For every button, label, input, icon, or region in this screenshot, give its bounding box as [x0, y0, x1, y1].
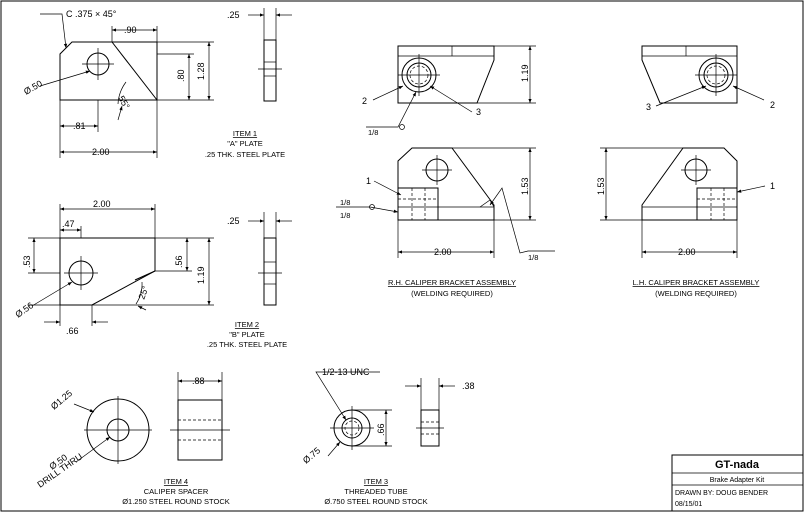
item1-dim-right-inner: .80 [176, 69, 186, 82]
item4-dim-length: .88 [192, 376, 205, 386]
item4-caption-title: ITEM 4 [164, 477, 188, 486]
item2-dim-bottom: .66 [66, 326, 79, 336]
item4-side-view: .88 [170, 372, 230, 461]
item2-caption-line3: .25 THK. STEEL PLATE [207, 340, 287, 349]
lh-dim-width: 2.00 [678, 247, 696, 257]
title-block-subtitle: Brake Adapter Kit [710, 477, 765, 484]
item3-dim-length: .38 [462, 381, 475, 391]
rh-weld-c: 1/8 [340, 211, 350, 220]
item3-side-view: .38 [405, 378, 475, 447]
item4-caption: ITEM 4 CALIPER SPACER Ø1.250 STEEL ROUND… [122, 477, 230, 506]
item1-chamfer-note: C .375 × 45° [66, 9, 117, 19]
rh-label-part3: 3 [476, 107, 481, 117]
item3-caption-line3: Ø.750 STEEL ROUND STOCK [324, 497, 427, 506]
title-block: GT-nada Brake Adapter Kit DRAWN BY: DOUG… [671, 454, 804, 512]
item4-end-view [73, 396, 152, 464]
item2-dims: 2.00 .47 .53 Ø.56 .56 1.19 25° .66 [13, 199, 206, 336]
item1-dim-top: .90 [124, 25, 137, 35]
item3-dim-height: .66 [376, 423, 386, 436]
rh-label-part1: 1 [366, 176, 371, 186]
item1-caption: ITEM 1 "A" PLATE .25 THK. STEEL PLATE [205, 129, 285, 159]
rh-dim-height-main: 1.53 [520, 177, 530, 195]
item2-dim-angle: 25° [136, 284, 150, 301]
item3-caption-title: ITEM 3 [364, 477, 388, 486]
item2-dim-left: .47 [62, 219, 75, 229]
item1-dim-dia: Ø.50 [22, 78, 44, 96]
item3-caption: ITEM 3 THREADED TUBE Ø.750 STEEL ROUND S… [324, 477, 427, 506]
lh-caption: L.H. CALIPER BRACKET ASSEMBLY (WELDING R… [633, 278, 760, 298]
item2-caption-line2: "B" PLATE [229, 330, 265, 339]
item1-caption-line2: "A" PLATE [227, 139, 263, 148]
item3-end-view [315, 371, 392, 457]
lh-front-view [600, 147, 766, 258]
item2-dim-dia: Ø.56 [13, 300, 35, 319]
item2-dim-left-vert: .53 [22, 255, 32, 268]
item2-dim-top: 2.00 [93, 199, 111, 209]
lh-label-part3: 3 [646, 102, 651, 112]
item1-side-view: .25 [227, 8, 292, 102]
title-block-project: GT-nada [715, 459, 760, 471]
item1-dim-right-outer: 1.28 [196, 62, 206, 80]
item2-dim-thick: .25 [227, 216, 240, 226]
rh-top-dims: 1.19 2 3 1/8 [362, 64, 530, 137]
lh-label-part1: 1 [770, 181, 775, 191]
rh-dim-height-top: 1.19 [520, 64, 530, 82]
rh-caption-line2: (WELDING REQUIRED) [411, 289, 493, 298]
item1-caption-line3: .25 THK. STEEL PLATE [205, 150, 285, 159]
item1-dim-bottom-left: .81 [73, 121, 86, 131]
item1-dims: C .375 × 45° .90 Ø.50 55° .80 1.28 .81 2… [22, 9, 206, 157]
rh-weld-b: 1/8 [340, 198, 350, 207]
rh-caption: R.H. CALIPER BRACKET ASSEMBLY (WELDING R… [388, 278, 516, 298]
rh-weld-d: 1/8 [528, 253, 538, 262]
rh-top-view [366, 45, 536, 130]
title-block-drawn-by: DRAWN BY: DOUG BENDER [675, 490, 768, 497]
item4-dim-od: Ø1.25 [49, 388, 74, 411]
rh-front-view [336, 147, 555, 258]
item1-dim-thick: .25 [227, 10, 240, 20]
rh-front-dims: 1.53 2.00 1 1/8 1/8 1/8 [340, 176, 538, 262]
item3-dim-thread: 1/2-13 UNC [322, 367, 370, 377]
item4-caption-line2: CALIPER SPACER [144, 487, 209, 496]
item1-dim-bottom: 2.00 [92, 147, 110, 157]
item3-dim-od: Ø.75 [301, 445, 322, 465]
lh-top-labels: 2 3 [646, 100, 775, 112]
rh-caption-title: R.H. CALIPER BRACKET ASSEMBLY [388, 278, 516, 287]
item2-dim-right-inner: .56 [174, 255, 184, 268]
item4-caption-line3: Ø1.250 STEEL ROUND STOCK [122, 497, 230, 506]
lh-front-dims: 1.53 2.00 1 [596, 177, 775, 257]
item2-side-view: .25 [227, 212, 292, 306]
lh-caption-title: L.H. CALIPER BRACKET ASSEMBLY [633, 278, 760, 287]
lh-top-view [641, 45, 765, 107]
item3-caption-line2: THREADED TUBE [344, 487, 407, 496]
lh-label-part2: 2 [770, 100, 775, 110]
item2-caption-title: ITEM 2 [235, 320, 259, 329]
item1-plate-view [39, 13, 214, 158]
item2-plate-view [28, 204, 214, 326]
rh-label-part2: 2 [362, 96, 367, 106]
item1-dim-angle: 55° [116, 94, 132, 111]
rh-dim-width: 2.00 [434, 247, 452, 257]
item1-caption-title: ITEM 1 [233, 129, 257, 138]
item2-dim-right-outer: 1.19 [196, 266, 206, 284]
lh-caption-line2: (WELDING REQUIRED) [655, 289, 737, 298]
item2-caption: ITEM 2 "B" PLATE .25 THK. STEEL PLATE [207, 320, 287, 349]
title-block-date: 08/15/01 [675, 501, 702, 508]
item4-dims: Ø1.25 Ø.50 DRILL THRU [35, 388, 84, 490]
lh-dim-height-main: 1.53 [596, 177, 606, 195]
rh-weld-a: 1/8 [368, 128, 378, 137]
